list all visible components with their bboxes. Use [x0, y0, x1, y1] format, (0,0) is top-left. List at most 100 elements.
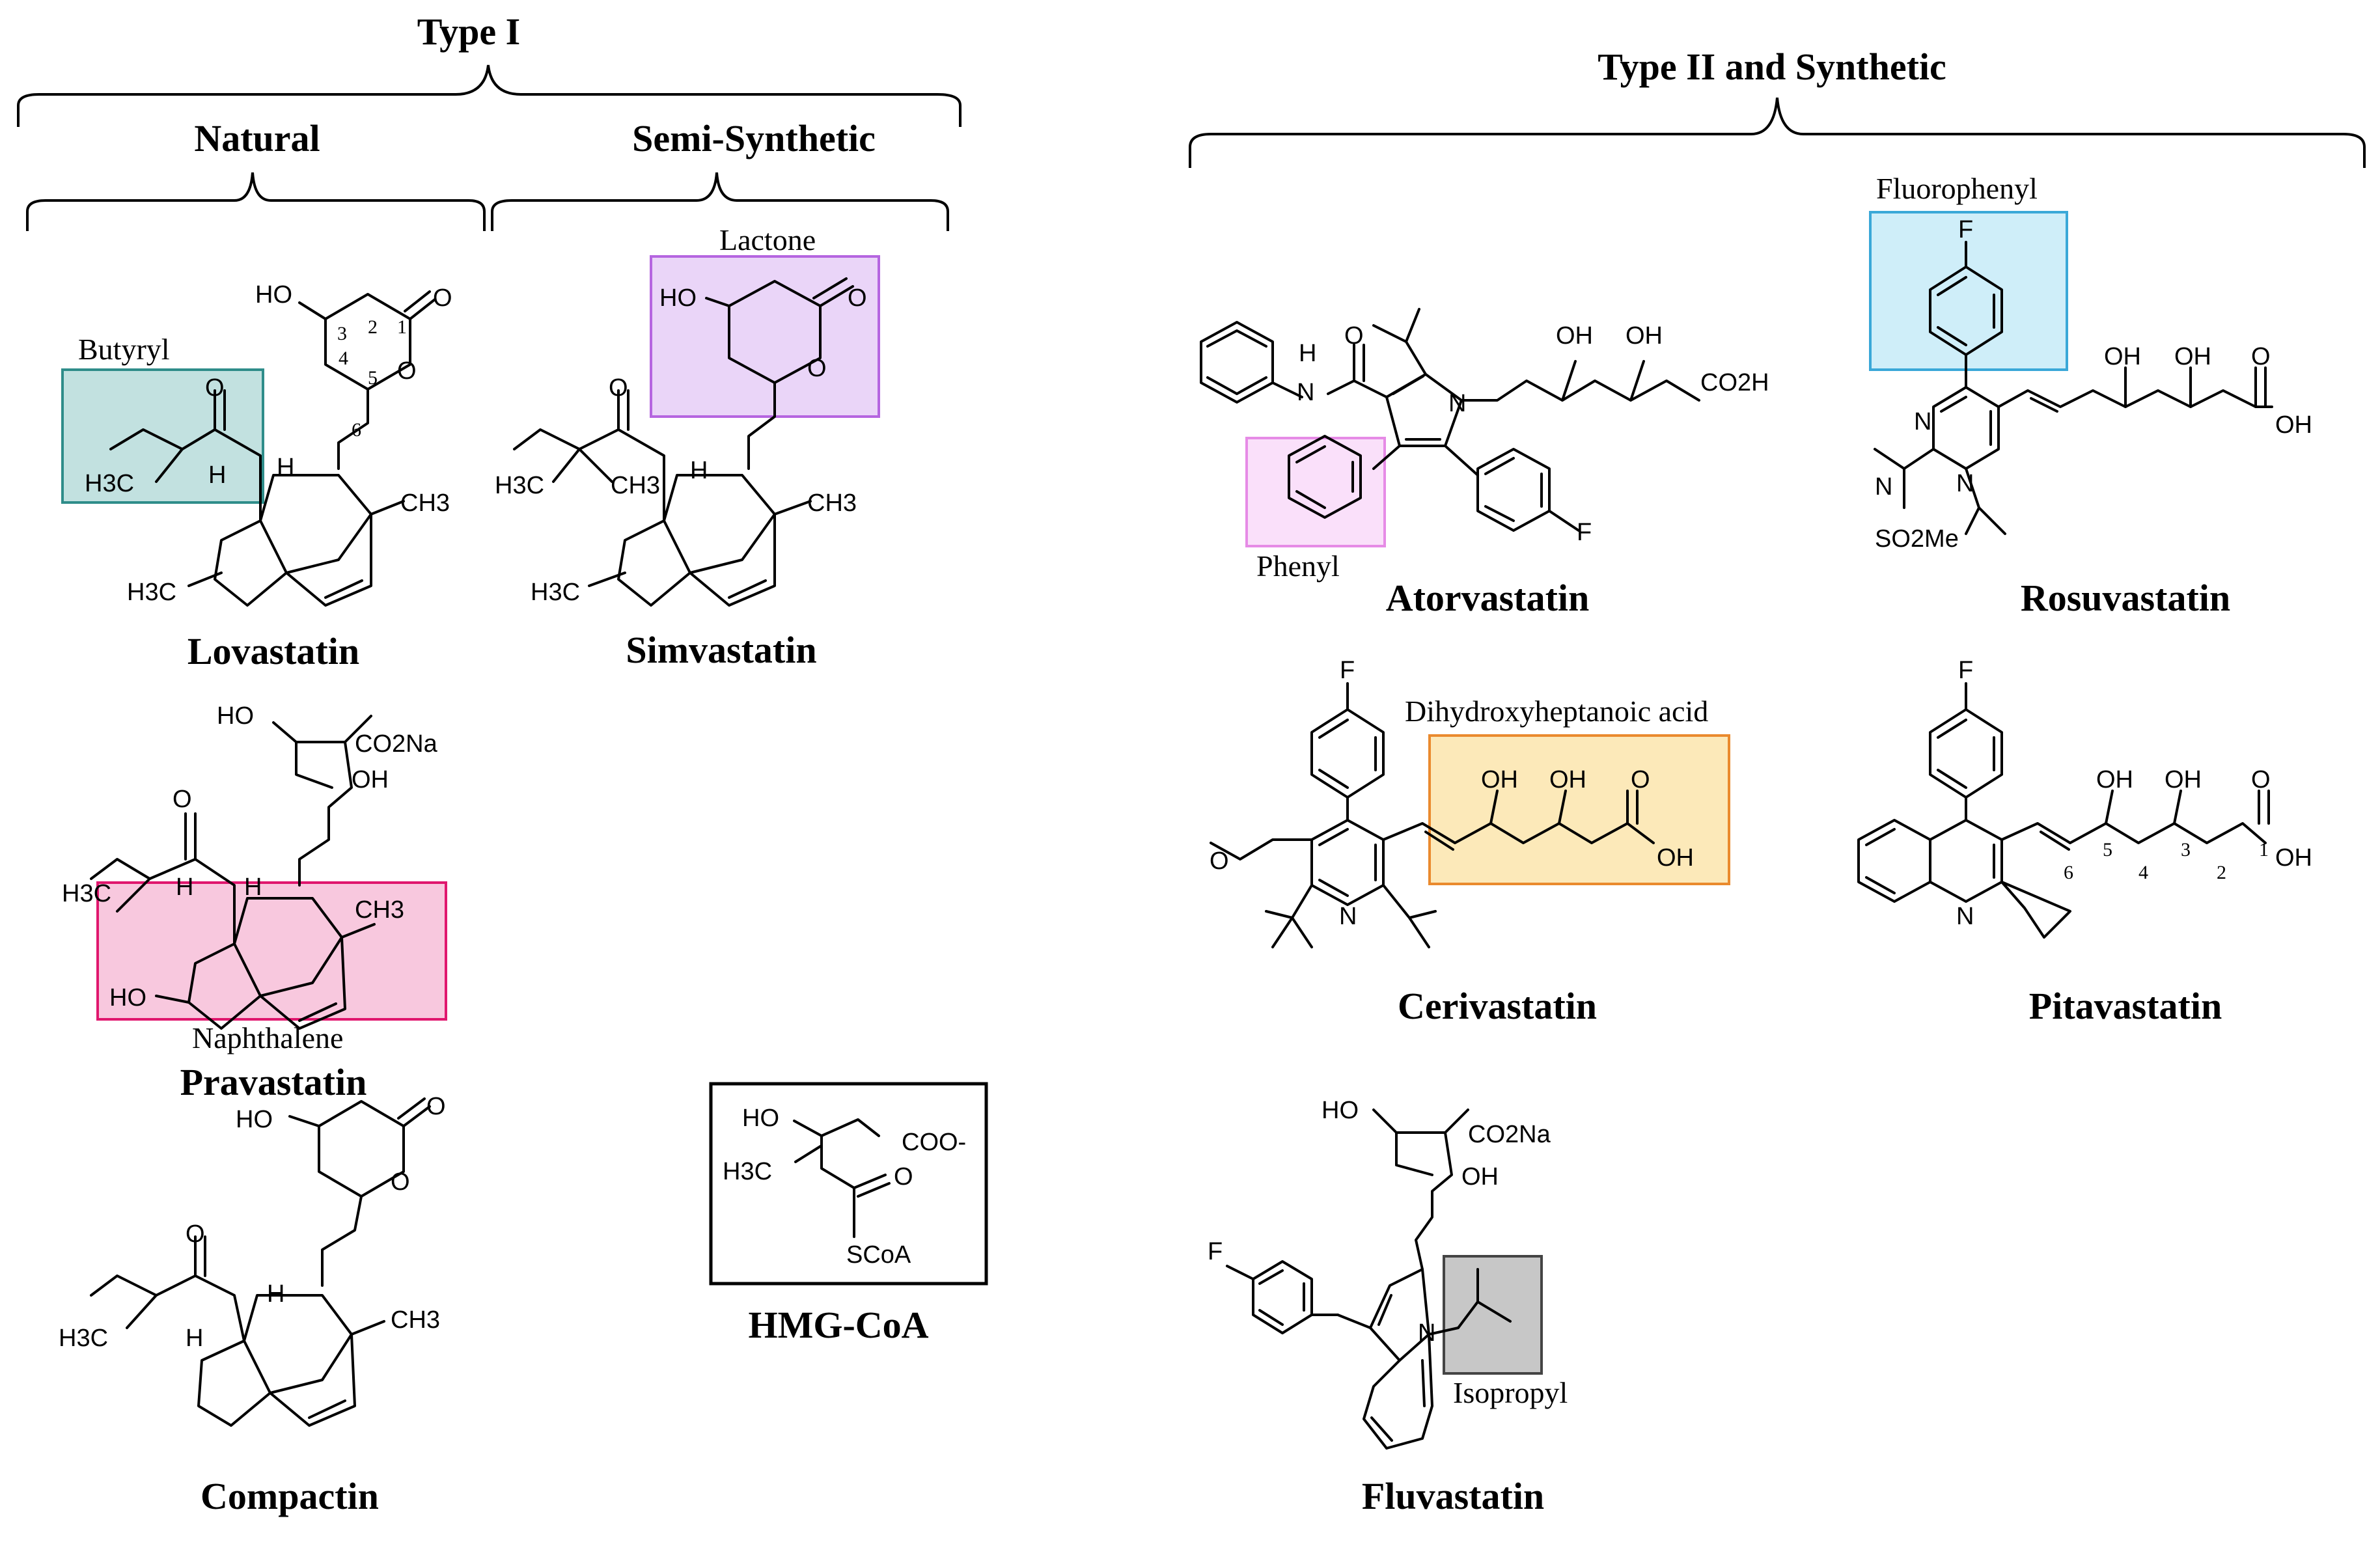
- isopropyl-label: Isopropyl: [1453, 1376, 1568, 1409]
- rosuvastatin-oh1: OH: [2104, 343, 2141, 370]
- fluorophenyl-label: Fluorophenyl: [1876, 172, 2038, 205]
- lovastatin-locant-4: 4: [339, 348, 348, 369]
- fluvastatin-n: N: [1418, 1319, 1435, 1347]
- hmg-coa-name: HMG-CoA: [748, 1304, 928, 1346]
- pravastatin-h: H: [176, 874, 193, 901]
- lovastatin-structure: [109, 290, 436, 607]
- hmg-coa-structure: [793, 1118, 891, 1238]
- cerivastatin-name: Cerivastatin: [1398, 985, 1597, 1027]
- compactin-ester-o: O: [186, 1220, 205, 1248]
- pitavastatin-locant-6: 6: [2064, 862, 2073, 883]
- lovastatin-name: Lovastatin: [187, 630, 359, 672]
- pitavastatin-n: N: [1956, 903, 1974, 930]
- simvastatin-h: H: [690, 457, 708, 484]
- fluvastatin-name: Fluvastatin: [1362, 1475, 1544, 1517]
- hmg-coa-o: O: [894, 1163, 913, 1191]
- pitavastatin-locant-4: 4: [2138, 862, 2148, 883]
- pitavastatin-locant-1: 1: [2259, 839, 2269, 860]
- pitavastatin-carbonyl-o: O: [2251, 766, 2271, 793]
- cerivastatin-f: F: [1340, 657, 1355, 684]
- butyryl-label: Butyryl: [78, 333, 170, 366]
- natural-header: Natural: [194, 117, 320, 159]
- compactin-h3c: H3C: [59, 1325, 108, 1352]
- rosuvastatin-n2: N: [1956, 470, 1974, 497]
- atorvastatin-h: H: [1299, 340, 1316, 367]
- simvastatin-name: Simvastatin: [626, 629, 816, 671]
- lovastatin-h2: H: [208, 461, 226, 489]
- pitavastatin-locant-2: 2: [2217, 862, 2226, 883]
- type-ii-brace: [1189, 97, 2366, 168]
- pravastatin-co2na: CO2Na: [355, 730, 438, 758]
- fluvastatin-f: F: [1208, 1238, 1223, 1265]
- pitavastatin-locant-5: 5: [2103, 839, 2112, 860]
- hmg-coa-ho: HO: [742, 1105, 779, 1132]
- compactin-carbonyl-o: O: [426, 1093, 446, 1120]
- pitavastatin-f: F: [1958, 657, 1973, 684]
- simvastatin-h3c: H3C: [495, 472, 544, 499]
- lovastatin-locant-3: 3: [337, 323, 347, 344]
- rosuvastatin-o: O: [2251, 343, 2271, 370]
- atorvastatin-amide-n: N: [1297, 379, 1314, 406]
- lovastatin-h: H: [277, 454, 294, 481]
- pravastatin-h2: H: [244, 874, 262, 901]
- compactin-ring-o: O: [391, 1168, 410, 1196]
- fluvastatin-oh: OH: [1461, 1163, 1499, 1191]
- simvastatin-ch3-methyl: CH3: [611, 472, 660, 499]
- fluvastatin-ho: HO: [1321, 1097, 1359, 1124]
- pravastatin-ester-o: O: [173, 786, 192, 813]
- compactin-structure: [90, 1097, 431, 1427]
- pravastatin-structure: [90, 715, 376, 1030]
- fluorophenyl-highlight: [1869, 211, 2068, 371]
- compactin-h2: H: [186, 1325, 203, 1352]
- pravastatin-oh: OH: [352, 766, 389, 793]
- type-i-brace: [17, 64, 962, 127]
- atorvastatin-n: N: [1448, 390, 1466, 417]
- atorvastatin-o: O: [1344, 322, 1364, 350]
- pravastatin-ho-ring: HO: [109, 984, 146, 1012]
- cerivastatin-o: O: [1210, 847, 1229, 875]
- semi-synthetic-brace: [491, 172, 949, 231]
- pitavastatin-oh3: OH: [2275, 844, 2312, 872]
- simvastatin-ester-o: O: [609, 374, 628, 402]
- butyryl-highlight: [61, 368, 264, 504]
- lovastatin-carbonyl-o: O: [433, 284, 452, 312]
- hmg-coa-box: [709, 1082, 988, 1286]
- lactone-label: Lactone: [719, 223, 816, 256]
- pravastatin-h3c: H3C: [62, 880, 111, 907]
- lovastatin-h3c-2: H3C: [127, 579, 176, 606]
- rosuvastatin-so2me: SO2Me: [1875, 525, 1959, 553]
- phenyl-highlight: [1245, 437, 1386, 547]
- compactin-name: Compactin: [201, 1475, 379, 1517]
- lovastatin-ho: HO: [255, 281, 292, 309]
- lovastatin-ester-o: O: [205, 374, 225, 402]
- simvastatin-ho: HO: [659, 284, 697, 312]
- pravastatin-name: Pravastatin: [180, 1061, 367, 1103]
- lovastatin-locant-2: 2: [368, 316, 378, 338]
- semi-synthetic-header: Semi-Synthetic: [632, 117, 876, 159]
- hmg-coa-h3c: H3C: [723, 1158, 772, 1185]
- atorvastatin-structure: [1200, 308, 1700, 532]
- pravastatin-ho: HO: [217, 702, 254, 730]
- rosuvastatin-n3: N: [1875, 473, 1892, 501]
- pitavastatin-structure: [1857, 682, 2270, 939]
- pitavastatin-name: Pitavastatin: [2029, 985, 2222, 1027]
- simvastatin-h3c-2: H3C: [531, 579, 580, 606]
- hmg-coa-coo: COO-: [902, 1129, 966, 1156]
- lovastatin-ch3: CH3: [400, 489, 450, 517]
- atorvastatin-co2h: CO2H: [1700, 369, 1769, 396]
- lovastatin-ring-o: O: [397, 357, 417, 385]
- natural-brace: [26, 172, 486, 231]
- simvastatin-ch3: CH3: [807, 489, 857, 517]
- simvastatin-ring-o: O: [807, 355, 827, 382]
- hmg-coa-scoa: SCoA: [846, 1241, 911, 1269]
- simvastatin-structure: [513, 277, 854, 607]
- type-ii-header: Type II and Synthetic: [1598, 46, 1946, 88]
- dihydroxyheptanoic-acid-label: Dihydroxyheptanoic acid: [1405, 695, 1708, 728]
- atorvastatin-oh1: OH: [1556, 322, 1593, 350]
- type-i-header: Type I: [417, 10, 520, 53]
- naphthalene-label: Naphthalene: [192, 1021, 343, 1054]
- cerivastatin-structure: [1210, 682, 1655, 948]
- rosuvastatin-n1: N: [1914, 408, 1931, 435]
- pitavastatin-oh1: OH: [2096, 766, 2133, 793]
